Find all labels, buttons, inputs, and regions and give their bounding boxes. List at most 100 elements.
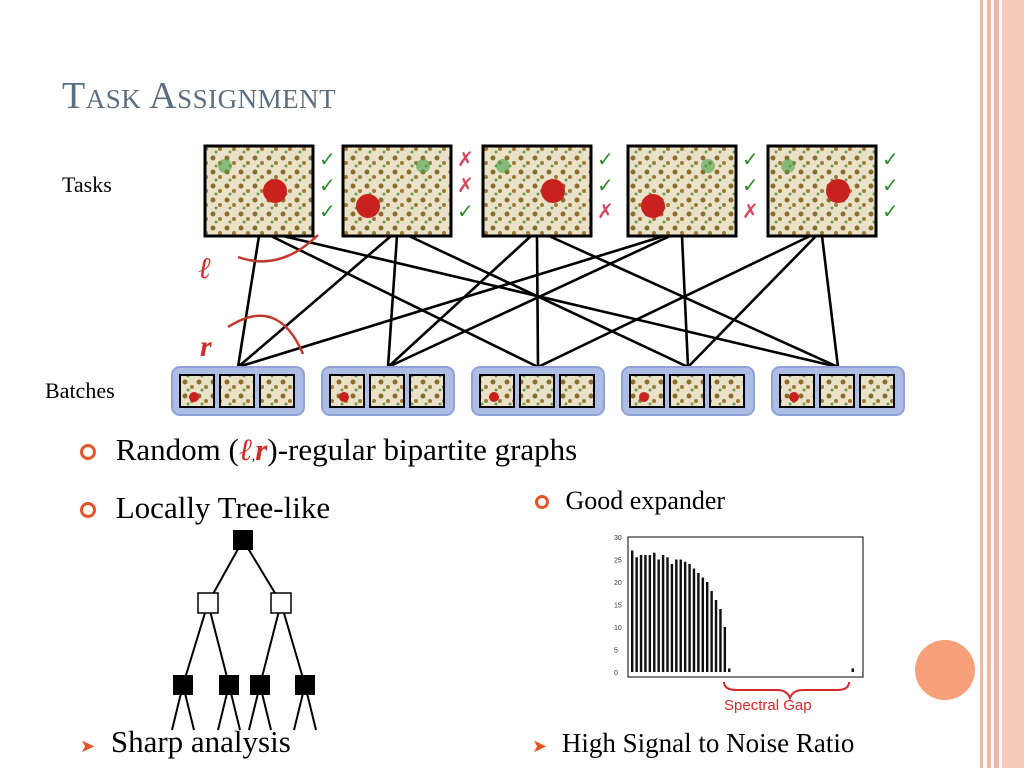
spectrum-bar (631, 550, 634, 672)
task-image (481, 144, 593, 238)
bullet-dot-icon (535, 495, 549, 509)
graph-edge (408, 234, 689, 369)
y-tick-label: 30 (614, 535, 622, 542)
graph-edge (237, 234, 665, 369)
tree-leaf-node (250, 675, 270, 695)
spectral-gap-label: Spectral Gap (724, 697, 812, 714)
task-image-blob (218, 159, 232, 173)
graph-edge (237, 235, 392, 368)
spectrum-bar (728, 668, 731, 672)
spectrum-bar (648, 555, 652, 672)
batch-task-thumbnail (669, 374, 705, 408)
spectrum-bar (851, 668, 855, 672)
bullet-expander: Good expander (535, 486, 725, 516)
y-tick-label: 20 (614, 580, 622, 587)
graph-edge (387, 235, 532, 368)
task-image-blob (416, 159, 430, 173)
spectrum-bar (670, 564, 674, 672)
spectrum-bar (653, 552, 656, 672)
spectrum-bar (719, 609, 722, 672)
task-image-blob (541, 179, 565, 203)
batch-task-thumbnail (369, 374, 405, 408)
graph-edge (270, 234, 539, 369)
graph-edge (236, 235, 261, 368)
check-mark-icon: ✓ (319, 147, 336, 171)
batch-task-thumbnail (179, 374, 215, 408)
spectrum-bar (701, 577, 705, 672)
tree-node (197, 592, 219, 614)
arrow-bullet-icon: ➤ (532, 736, 548, 756)
task-image (203, 144, 315, 238)
batch-task-thumbnail (559, 374, 595, 408)
graph-edge (687, 235, 817, 368)
check-mark-icon: ✓ (319, 173, 336, 197)
y-tick-label: 0 (614, 670, 618, 677)
task-image (766, 144, 878, 238)
task-image-blob (701, 159, 715, 173)
bullet-sharp-analysis: ➤ Sharp analysis (80, 724, 291, 759)
batch-task-thumbnail (329, 374, 365, 408)
graph-edge (535, 235, 540, 368)
batch-task-thumbnail (859, 374, 895, 408)
batch-task-thumbnail (219, 374, 255, 408)
batch-task-thumbnail (629, 374, 665, 408)
bullet-bipartite: Random (ℓ,r)-regular bipartite graphs (80, 432, 577, 468)
graph-edge (820, 235, 840, 368)
graph-edge (387, 234, 671, 369)
spectrum-bar (657, 559, 660, 672)
spectrum-bar (644, 555, 647, 672)
spectrum-bar (639, 555, 643, 672)
tree-node (270, 592, 292, 614)
task-image (341, 144, 453, 238)
graph-edge (680, 235, 690, 368)
task-image-blob (263, 179, 287, 203)
tree-leaf-node (173, 675, 193, 695)
cross-mark-icon: ✗ (597, 199, 614, 223)
cross-mark-icon: ✗ (457, 147, 474, 171)
spectrum-bar (635, 557, 638, 672)
tree-leaf-node (219, 675, 239, 695)
check-mark-icon: ✓ (742, 147, 759, 171)
arrow-bullet-icon: ➤ (80, 736, 96, 756)
spectrum-bar (679, 559, 682, 672)
spectrum-bar (675, 559, 678, 672)
check-mark-icon: ✓ (882, 199, 899, 223)
tree-root-node (233, 530, 253, 550)
y-tick-label: 15 (614, 603, 622, 610)
check-mark-icon: ✓ (882, 147, 899, 171)
task-image-blob (641, 194, 665, 218)
bullet-dot-icon (80, 444, 96, 460)
spectrum-bar (666, 557, 669, 672)
ell-symbol: ℓ (198, 252, 211, 285)
right-degree-arc (227, 314, 305, 355)
thumbnail-blob (189, 392, 199, 402)
spectrum-bar (710, 591, 713, 672)
y-tick-label: 10 (614, 625, 622, 632)
check-mark-icon: ✓ (597, 147, 614, 171)
graph-edge (386, 235, 399, 368)
thumbnail-blob (489, 392, 499, 402)
check-mark-icon: ✓ (882, 173, 899, 197)
batch-task-thumbnail (779, 374, 815, 408)
batch-task-thumbnail (519, 374, 555, 408)
bullet-snr: ➤ High Signal to Noise Ratio (532, 728, 855, 758)
bullet-tree-like: Locally Tree-like (80, 490, 330, 526)
bullet-dot-icon (80, 502, 96, 518)
batch-task-thumbnail (709, 374, 745, 408)
check-mark-icon: ✓ (319, 199, 336, 223)
spectrum-bar (692, 568, 696, 672)
spectrum-bar (661, 555, 665, 672)
batch-task-thumbnail (259, 374, 295, 408)
thumbnail-blob (339, 392, 349, 402)
spectrum-bar (697, 573, 700, 672)
batch-task-thumbnail (409, 374, 445, 408)
task-image-blob (781, 159, 795, 173)
spectrum-bar (688, 564, 691, 672)
spectral-gap-brace (723, 681, 850, 701)
spectrum-bar (723, 627, 727, 672)
tree-leaf-node (295, 675, 315, 695)
thumbnail-blob (789, 392, 799, 402)
